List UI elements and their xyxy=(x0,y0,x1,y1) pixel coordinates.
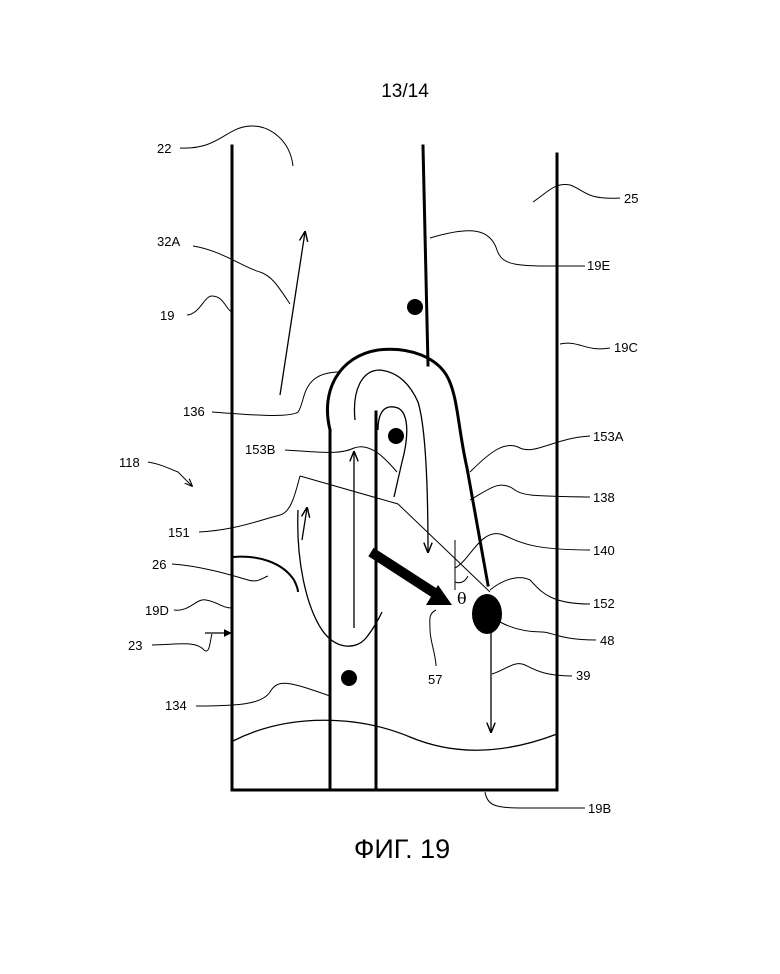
leader-153a xyxy=(470,436,590,472)
label-138: 138 xyxy=(593,490,615,505)
leader-22 xyxy=(180,126,293,166)
leader-19b xyxy=(485,792,585,808)
angle-arc xyxy=(455,576,468,583)
label-19c: 19C xyxy=(614,340,638,355)
figure-caption: ФИГ. 19 xyxy=(354,834,450,864)
label-153b: 153B xyxy=(245,442,275,457)
label-48: 48 xyxy=(600,633,614,648)
leader-39 xyxy=(492,664,572,676)
leader-134 xyxy=(196,683,330,706)
leader-32a xyxy=(193,246,290,304)
leader-lines xyxy=(152,126,620,808)
label-19e: 19E xyxy=(587,258,610,273)
leader-23 xyxy=(152,634,212,651)
deflector-26 xyxy=(233,557,298,592)
angle-theta-symbol: θ xyxy=(457,589,467,608)
leader-153b xyxy=(285,447,397,472)
hook-153b xyxy=(378,407,407,497)
reference-labels: 22 25 32A 19E 19 19C 136 153A 153B 118 1… xyxy=(119,141,638,816)
leader-48 xyxy=(500,622,596,640)
dot-lower xyxy=(341,670,357,686)
loop-arrow xyxy=(302,508,307,540)
leader-26 xyxy=(172,564,268,581)
label-19d: 19D xyxy=(145,603,169,618)
loop-151 xyxy=(298,510,382,646)
label-152: 152 xyxy=(593,596,615,611)
label-22: 22 xyxy=(157,141,171,156)
label-134: 134 xyxy=(165,698,187,713)
label-26: 26 xyxy=(152,557,166,572)
leader-138 xyxy=(470,485,590,500)
inner-flow-loop xyxy=(354,370,428,552)
leader-19c xyxy=(560,343,610,349)
arrow-118 xyxy=(148,462,192,486)
flow-arrow-32a xyxy=(280,232,305,395)
label-19: 19 xyxy=(160,308,174,323)
label-23: 23 xyxy=(128,638,142,653)
liquid-surface-wave xyxy=(233,720,557,750)
label-153a: 153A xyxy=(593,429,624,444)
particle-48 xyxy=(472,594,502,634)
leader-151 xyxy=(199,476,300,532)
label-140: 140 xyxy=(593,543,615,558)
force-vector-57 xyxy=(371,552,436,594)
label-118: 118 xyxy=(119,455,140,470)
leader-19 xyxy=(187,296,232,315)
dot-upper xyxy=(407,299,423,315)
leader-19d xyxy=(174,600,232,610)
label-19b: 19B xyxy=(588,801,611,816)
tube-134 xyxy=(330,412,376,790)
partition-19e xyxy=(423,146,428,365)
leader-57 xyxy=(430,610,436,666)
label-136: 136 xyxy=(183,404,205,419)
label-25: 25 xyxy=(624,191,638,206)
leader-19e xyxy=(430,231,585,266)
label-32a: 32A xyxy=(157,234,180,249)
leader-152 xyxy=(490,578,590,604)
dot-153b xyxy=(388,428,404,444)
vessel xyxy=(232,146,557,790)
label-151: 151 xyxy=(168,525,190,540)
leader-140 xyxy=(455,534,590,568)
leader-25 xyxy=(533,184,620,202)
label-57: 57 xyxy=(428,672,442,687)
page-number: 13/14 xyxy=(381,81,429,102)
label-39: 39 xyxy=(576,668,590,683)
